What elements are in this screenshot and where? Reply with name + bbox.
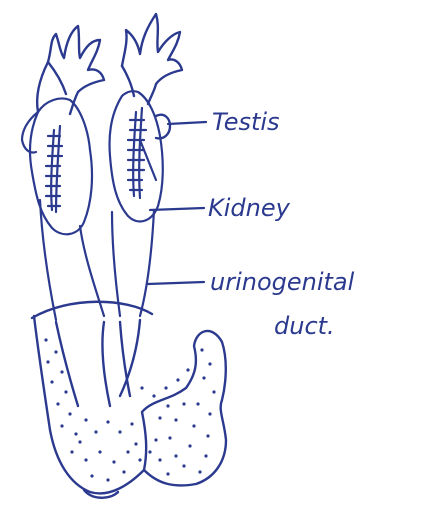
leader-line-testis bbox=[168, 122, 206, 124]
leader-lines bbox=[148, 122, 206, 284]
label-urinogenital-line1: urinogenital bbox=[210, 268, 355, 296]
label-urinogenital-line2: duct. bbox=[274, 312, 335, 340]
left-kidney bbox=[22, 99, 92, 235]
cloaca bbox=[32, 302, 226, 498]
right-kidney bbox=[110, 91, 163, 221]
leader-line-urinogenital-duct bbox=[148, 282, 204, 284]
label-kidney: Kidney bbox=[208, 194, 291, 222]
label-testis: Testis bbox=[212, 108, 280, 136]
cloaca-stippling bbox=[44, 338, 215, 481]
